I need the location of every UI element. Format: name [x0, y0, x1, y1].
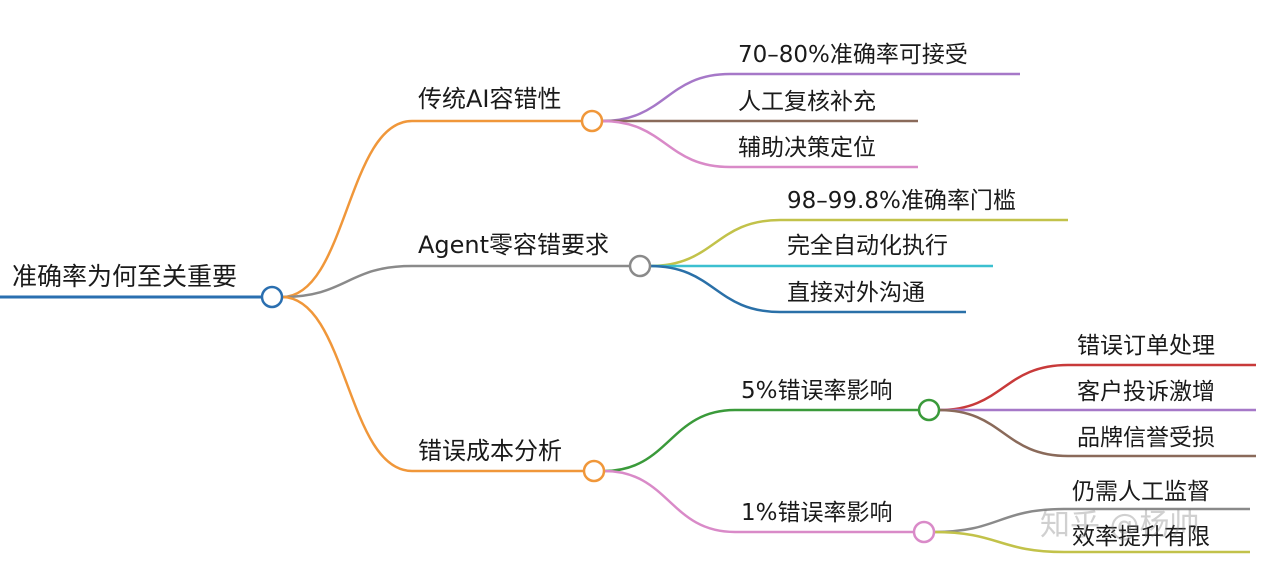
connector-branch [281, 295, 584, 473]
leaf-node[interactable]: 70–80%准确率可接受 [738, 42, 968, 68]
leaf-node[interactable]: 辅助决策定位 [738, 135, 876, 161]
leaf-node[interactable]: 品牌信誉受损 [1077, 425, 1215, 451]
branch-collapse-toggle[interactable] [582, 459, 606, 483]
leaf-node[interactable]: 98–99.8%准确率门槛 [787, 188, 1016, 214]
branch-agent[interactable]: Agent零容错要求 [418, 231, 652, 278]
connector-branch [281, 119, 582, 299]
subbranch-collapse-toggle[interactable] [917, 398, 941, 422]
leaf-node[interactable]: 效率提升有限 [1072, 524, 1210, 550]
leaf-label: 直接对外沟通 [787, 280, 925, 306]
branch-label-traditional-ai: 传统AI容错性 [418, 85, 562, 113]
subbranch-collapse-toggle[interactable] [912, 520, 936, 544]
root-node[interactable]: 准确率为何至关重要 [0, 262, 284, 309]
subbranch-5pct[interactable]: 5%错误率影响 [741, 378, 941, 422]
leaf-label: 客户投诉激增 [1077, 379, 1215, 405]
leaf-label: 品牌信誉受损 [1077, 425, 1215, 451]
connector-leaf [933, 530, 1250, 554]
branch-label-error-cost: 错误成本分析 [418, 437, 562, 465]
connector-branch [281, 264, 630, 299]
leaf-node[interactable]: 错误订单处理 [1077, 333, 1215, 359]
leaf-label: 完全自动化执行 [787, 233, 948, 259]
leaf-label: 98–99.8%准确率门槛 [787, 188, 1016, 214]
leaf-node[interactable]: 完全自动化执行 [787, 233, 948, 259]
subbranch-label: 5%错误率影响 [741, 378, 893, 404]
connector-leaf [933, 507, 1250, 534]
connector-leaf [601, 119, 918, 169]
leaf-label: 仍需人工监督 [1072, 479, 1210, 505]
watermark: 知乎 @杨帅 [1040, 508, 1200, 543]
subbranch-1pct[interactable]: 1%错误率影响 [741, 500, 936, 544]
branch-collapse-toggle[interactable] [628, 254, 652, 278]
subbranch-label: 1%错误率影响 [741, 500, 893, 526]
leaf-label: 人工复核补充 [738, 89, 876, 115]
leaf-label: 70–80%准确率可接受 [738, 42, 968, 68]
leaf-label: 辅助决策定位 [738, 135, 876, 161]
connector-leaf [601, 72, 1020, 123]
connectors [281, 72, 1256, 554]
leaf-node[interactable]: 客户投诉激增 [1077, 379, 1215, 405]
root-label: 准确率为何至关重要 [12, 262, 237, 291]
branch-collapse-toggle[interactable] [580, 109, 604, 133]
root-collapse-toggle[interactable] [260, 285, 284, 309]
branch-error-cost[interactable]: 错误成本分析 [418, 437, 606, 483]
leaf-node[interactable]: 仍需人工监督 [1072, 479, 1210, 505]
leaf-node[interactable]: 直接对外沟通 [787, 280, 925, 306]
leaf-node[interactable]: 人工复核补充 [738, 89, 876, 115]
connector-leaf [649, 264, 966, 314]
leaf-label: 效率提升有限 [1072, 524, 1210, 550]
connector-leaf [938, 363, 1256, 412]
connector-subbranch [603, 408, 919, 473]
connector-subbranch [603, 469, 914, 534]
branch-traditional-ai[interactable]: 传统AI容错性 [418, 85, 604, 133]
branch-label-agent: Agent零容错要求 [418, 231, 609, 259]
leaf-label: 错误订单处理 [1077, 333, 1215, 359]
connector-leaf [938, 408, 1256, 458]
connector-leaf [649, 218, 1068, 268]
